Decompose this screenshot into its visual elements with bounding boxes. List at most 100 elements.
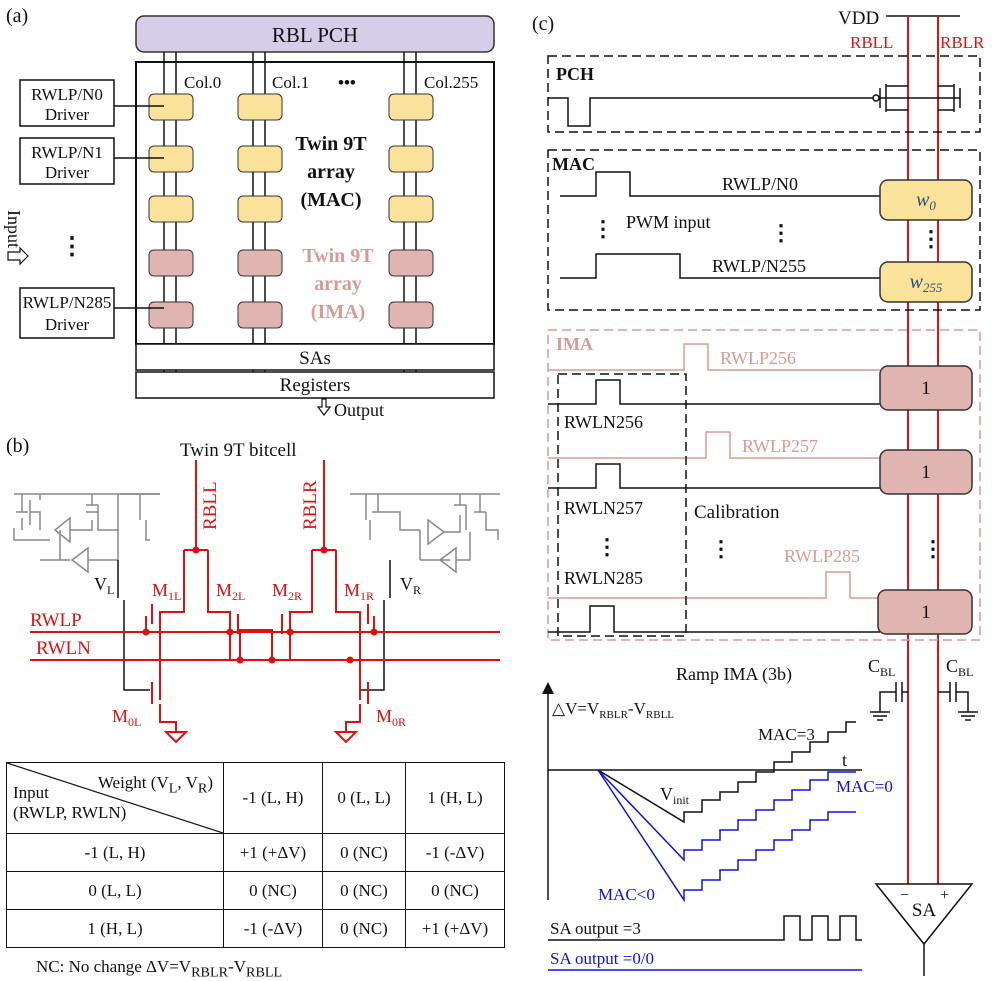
sa-minus-label: − [900, 887, 909, 904]
rbl-pch-block [135, 15, 495, 53]
driver-0-line1: RWLP/N0 [31, 85, 103, 104]
ima-cell-257-value: 1 [921, 462, 931, 483]
rbll-c-label: RBLL [850, 33, 893, 52]
table-cell: +1 (+ΔV) [405, 909, 505, 948]
input-arrow: Input [4, 210, 29, 266]
vr-label: VR [400, 574, 421, 597]
output-label: Output [334, 400, 384, 420]
ima-array-line2: array [314, 273, 362, 295]
sa-triangle [874, 883, 974, 946]
sas-block [135, 343, 495, 371]
m1l-label: M1L [152, 580, 181, 603]
weight-cell-255 [879, 261, 973, 303]
driver-285-line2: Driver [45, 315, 90, 334]
table-cell: -1 (-ΔV) [223, 909, 323, 948]
rblr-label: RBLR [300, 480, 321, 530]
m0l-label: M0L [112, 706, 141, 729]
sas-label: SAs [299, 348, 331, 369]
table-cell: +1 (+ΔV) [223, 833, 323, 872]
cells-col255 [388, 93, 434, 329]
col-header-0: 0 (L, L) [322, 762, 406, 834]
ima-cell-dots: ⋮ [922, 536, 944, 561]
mac-cell [388, 145, 434, 173]
mac-dots-2: ⋮ [770, 220, 792, 245]
mac-cell [237, 145, 283, 173]
vl-label: VL [94, 574, 114, 597]
row-input: 1 (H, L) [6, 909, 224, 948]
m2l-label: M2L [216, 580, 245, 603]
rwln-dots: ⋮ [596, 534, 618, 559]
output-arrow-icon [316, 398, 332, 416]
rwlp-n255-label: RWLP/N255 [712, 256, 806, 276]
mac-cell [388, 195, 434, 223]
panel-c-label: (c) [532, 13, 554, 35]
cbl-left-label: CBL [868, 656, 895, 679]
vinit-label: Vinit [660, 784, 690, 807]
mac3-curve [597, 721, 856, 824]
ima-cell [148, 301, 194, 329]
panel-a-label: (a) [6, 5, 28, 27]
sa-output3-label: SA output =3 [550, 919, 641, 938]
rwlp-n0-label: RWLP/N0 [722, 174, 798, 194]
rwln256-label: RWLN256 [564, 412, 643, 432]
weight-dots: ⋮ [920, 226, 942, 251]
mac-array-line3: (MAC) [300, 189, 361, 211]
rwlp285-label: RWLP285 [784, 546, 860, 566]
mac0-curve [597, 769, 856, 862]
driver-1-line2: Driver [45, 163, 90, 182]
mac-array-line1: Twin 9T [295, 133, 367, 155]
table-cell: 0 (NC) [405, 871, 505, 910]
driver-dots: ⋮ [60, 234, 84, 260]
red-junctions [142, 546, 378, 664]
calibration-box [557, 373, 687, 637]
rwlp-label: RWLP [30, 610, 82, 631]
m0r-label: M0R [376, 706, 406, 729]
rwlp256-wave [548, 343, 880, 371]
cbl-right-label: CBL [946, 656, 973, 679]
panel-b-label: (b) [6, 435, 29, 457]
ima-cell [388, 301, 434, 329]
col0-label: Col.0 [184, 73, 221, 92]
dv-label: △V=VRBLR-VRBLL [552, 699, 674, 721]
ima-cell-257 [879, 449, 973, 495]
calibration-label: Calibration [694, 502, 780, 523]
ima-cell [237, 249, 283, 277]
mac-cell [148, 93, 194, 121]
rwlp285-wave [548, 571, 880, 599]
rwln256-wave [548, 379, 880, 405]
mac-cell [237, 195, 283, 223]
column-wires [163, 52, 417, 372]
mac-array-line2: array [307, 161, 355, 183]
latch-right [350, 493, 500, 574]
table-note: NC: No change ΔV=VRBLR-VRBLL [36, 957, 283, 981]
mac-box [547, 149, 981, 311]
table-row: 0 (L, L) 0 (NC) 0 (NC) 0 (NC) [6, 871, 505, 910]
weight-cell-0 [879, 179, 973, 221]
col1-label: Col.1 [272, 73, 309, 92]
ima-array-line3: (IMA) [311, 301, 365, 323]
cells-col1 [237, 93, 283, 329]
rwln257-wave [548, 463, 880, 489]
weight-header: Weight (VL, VR) [97, 773, 213, 797]
driver-0 [19, 79, 115, 127]
mac-cell [148, 195, 194, 223]
ima-cell [388, 249, 434, 277]
mac0-label: MAC=0 [836, 777, 893, 796]
ima-cell [148, 249, 194, 277]
macneg-label: MAC<0 [598, 885, 655, 904]
driver-wires [114, 105, 164, 309]
calib-dots: ⋮ [710, 536, 732, 561]
rwln285-label: RWLN285 [564, 568, 643, 588]
pch-waveform [548, 97, 880, 127]
table-row: 1 (H, L) -1 (-ΔV) 0 (NC) +1 (+ΔV) [6, 909, 505, 948]
cbl-caps [870, 682, 978, 721]
pch-label: PCH [556, 64, 594, 84]
vdd-label: VDD [838, 8, 879, 29]
input-header: Input(RWLP, RWLN) [13, 783, 127, 822]
table-row: -1 (L, H) +1 (+ΔV) 0 (NC) -1 (-ΔV) [6, 833, 505, 872]
rwln257-label: RWLN257 [564, 498, 643, 518]
pwm-input-label: PWM input [626, 212, 711, 232]
driver-0-line2: Driver [45, 105, 90, 124]
rwlp256-label: RWLP256 [720, 348, 796, 368]
